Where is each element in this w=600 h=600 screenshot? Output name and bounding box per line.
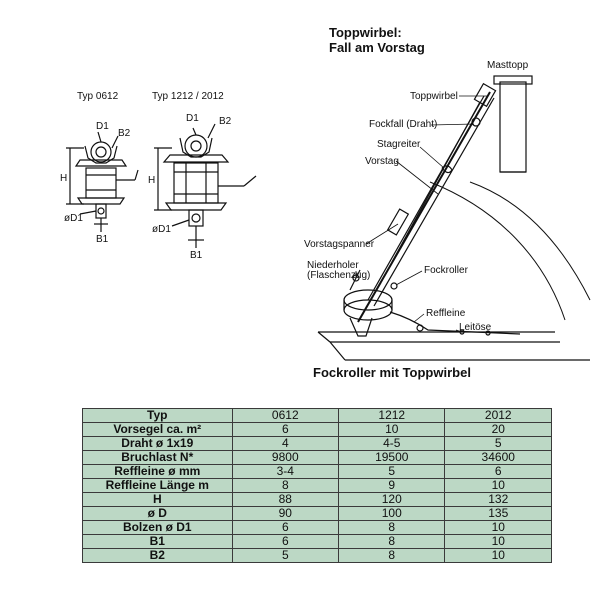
- table-cell: 6: [231, 520, 340, 535]
- table-cell: 8: [338, 534, 446, 549]
- table-cell: 3-4: [231, 464, 340, 479]
- dim-b1-label: B1: [96, 234, 109, 245]
- right-figure-title-line2: Fall am Vorstag: [329, 40, 425, 55]
- table-row: B2 5 8 10: [82, 548, 552, 563]
- table-cell: 100: [338, 506, 446, 521]
- table-cell: 10: [338, 422, 446, 437]
- callout-reffleine: Reffleine: [426, 308, 466, 319]
- table-cell: 19500: [338, 450, 446, 465]
- dim-b1-label: B1: [190, 250, 203, 261]
- callout-stagreiter: Stagreiter: [377, 139, 421, 150]
- technical-drawings: [66, 75, 591, 361]
- table-cell: 90: [231, 506, 340, 521]
- row-label: B1: [82, 534, 233, 549]
- table-row: B1 6 8 10: [82, 534, 552, 549]
- table-row: H 88 120 132: [82, 492, 552, 507]
- label-typ-0612: Typ 0612: [77, 91, 119, 102]
- row-label: Vorsegel ca. m²: [82, 422, 233, 437]
- right-figure-caption: Fockroller mit Toppwirbel: [313, 365, 471, 380]
- table-cell: 34600: [444, 450, 552, 465]
- table-cell: 6: [444, 464, 552, 479]
- dim-d1-label: D1: [186, 113, 199, 124]
- dim-h-label: H: [148, 175, 156, 186]
- table-cell: 135: [444, 506, 552, 521]
- dim-d1-label: D1: [96, 121, 109, 132]
- table-cell: 20: [444, 422, 552, 437]
- table-cell: 8: [338, 520, 446, 535]
- dim-phi-d1-label: øD1: [152, 224, 171, 235]
- spec-table: Typ 0612 1212 2012 Vorsegel ca. m² 6 10 …: [82, 408, 552, 563]
- callout-niederholer: Niederholer: [307, 260, 359, 271]
- table-cell: 5: [231, 548, 340, 563]
- table-row: Vorsegel ca. m² 6 10 20: [82, 422, 552, 437]
- table-cell: 8: [338, 548, 446, 563]
- callout-vorstag: Vorstag: [365, 156, 399, 167]
- table-header-cell: 0612: [231, 408, 340, 423]
- table-cell: 10: [444, 520, 552, 535]
- table-cell: 9800: [231, 450, 340, 465]
- table-cell: 4: [231, 436, 340, 451]
- callout-fockfall: Fockfall (Draht): [369, 119, 438, 130]
- dim-b2-label: B2: [118, 128, 131, 139]
- callout-fockroller: Fockroller: [424, 265, 468, 276]
- right-figure-title-line1: Toppwirbel:: [329, 25, 402, 40]
- table-cell: 6: [231, 422, 340, 437]
- table-header-cell: 2012: [444, 408, 552, 423]
- table-row: Draht ø 1x19 4 4-5 5: [82, 436, 552, 451]
- callout-vorstagspanner: Vorstagspanner: [304, 239, 375, 250]
- table-cell: 6: [231, 534, 340, 549]
- callout-flaschenzug: (Flaschenzug): [307, 270, 371, 281]
- dim-h-label: H: [60, 173, 68, 184]
- table-cell: 10: [444, 478, 552, 493]
- row-label: Bruchlast N*: [82, 450, 233, 465]
- table-cell: 4-5: [338, 436, 446, 451]
- table-row: Reffleine Länge m 8 9 10: [82, 478, 552, 493]
- drawing-typ-0612: [66, 131, 139, 232]
- table-header-label: Typ: [82, 408, 233, 423]
- table-header-row: Typ 0612 1212 2012: [82, 408, 552, 423]
- table-cell: 10: [444, 534, 552, 549]
- table-row: Bruchlast N* 9800 19500 34600: [82, 450, 552, 465]
- dim-phi-d1-label: øD1: [64, 213, 83, 224]
- dim-b2-label: B2: [219, 116, 232, 127]
- table-cell: 88: [231, 492, 340, 507]
- drawing-typ-1212-2012: [154, 123, 257, 248]
- table-cell: 5: [444, 436, 552, 451]
- callout-toppwirbel: Toppwirbel: [410, 91, 458, 102]
- table-cell: 132: [444, 492, 552, 507]
- table-row: ø D 90 100 135: [82, 506, 552, 521]
- table-cell: 120: [338, 492, 446, 507]
- table-cell: 5: [338, 464, 446, 479]
- table-cell: 9: [338, 478, 446, 493]
- row-label: Reffleine Länge m: [82, 478, 233, 493]
- callout-leitoese: Leitöse: [459, 322, 492, 333]
- row-label: H: [82, 492, 233, 507]
- drawing-forestay-furler: [317, 75, 591, 361]
- row-label: ø D: [82, 506, 233, 521]
- row-label: Bolzen ø D1: [82, 520, 233, 535]
- table-cell: 8: [231, 478, 340, 493]
- row-label: Draht ø 1x19: [82, 436, 233, 451]
- table-row: Reffleine ø mm 3-4 5 6: [82, 464, 552, 479]
- callout-masttopp: Masttopp: [487, 60, 529, 71]
- label-typ-1212-2012: Typ 1212 / 2012: [152, 91, 224, 102]
- table-row: Bolzen ø D1 6 8 10: [82, 520, 552, 535]
- row-label: B2: [82, 548, 233, 563]
- row-label: Reffleine ø mm: [82, 464, 233, 479]
- table-cell: 10: [444, 548, 552, 563]
- table-header-cell: 1212: [338, 408, 446, 423]
